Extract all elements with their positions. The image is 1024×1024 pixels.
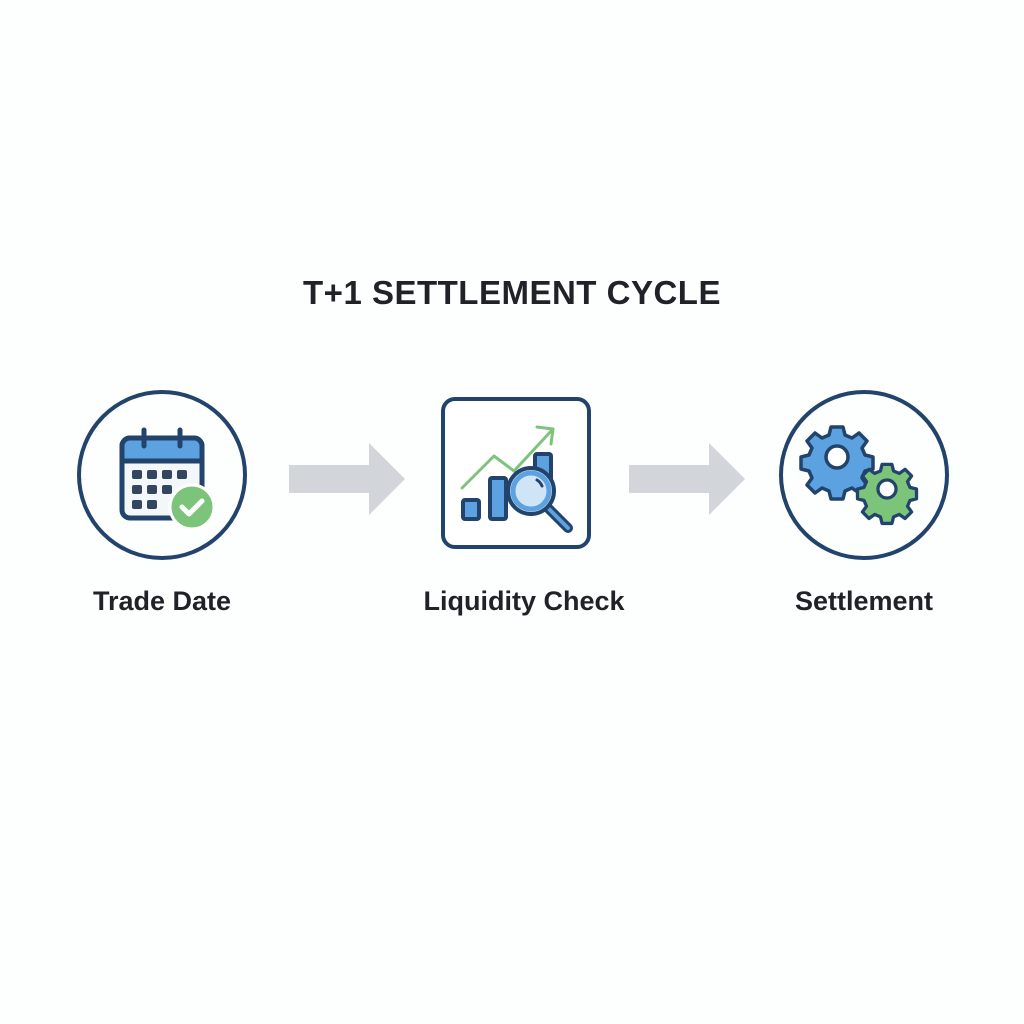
step-label-settlement: Settlement [794, 586, 934, 616]
arrow-right-icon [629, 443, 745, 520]
diagram-title: T+1 SETTLEMENT CYCLE [303, 274, 721, 311]
chart-magnifier-icon [441, 397, 591, 549]
calendar-check-icon [77, 390, 247, 560]
step-liquidity-check [440, 396, 592, 550]
step-trade-date [76, 390, 248, 560]
step-label-trade-date: Trade Date [92, 586, 232, 616]
arrow-right-icon [289, 443, 405, 520]
step-label-liquidity-check: Liquidity Check [423, 586, 625, 616]
step-settlement [777, 390, 951, 560]
gears-icon [779, 390, 949, 560]
